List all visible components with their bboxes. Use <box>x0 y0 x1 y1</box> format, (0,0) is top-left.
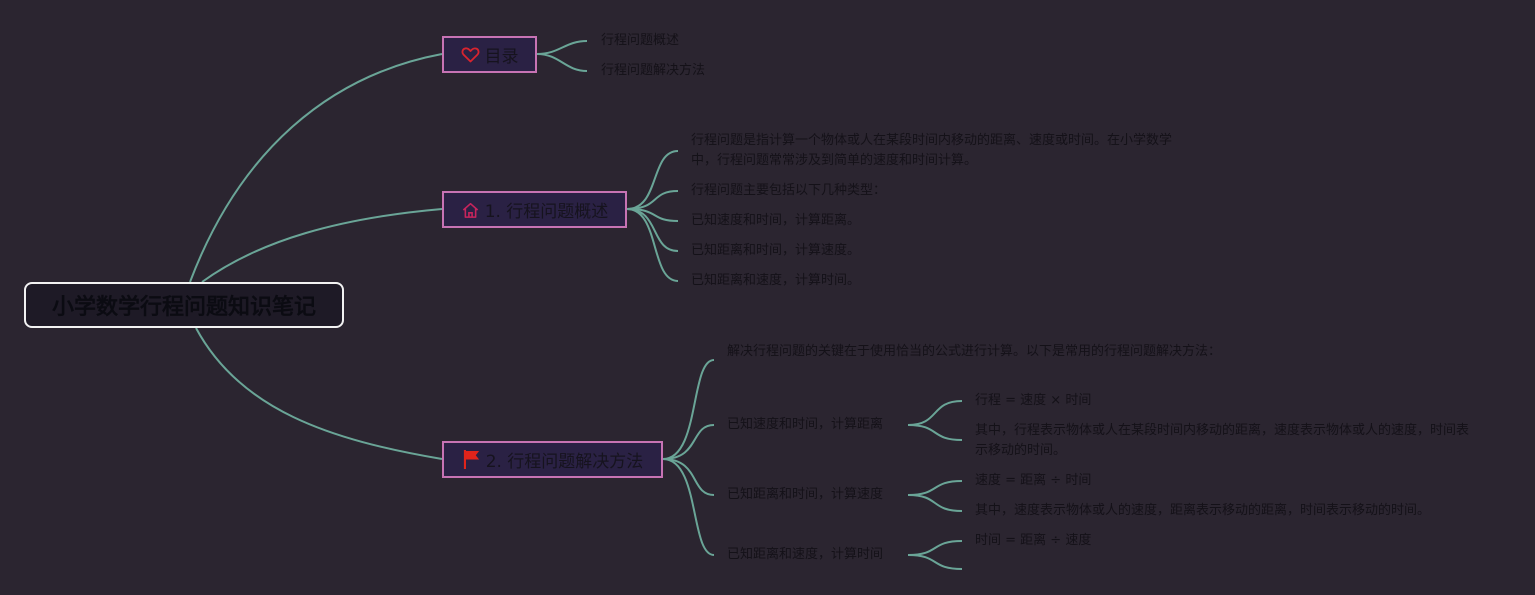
branch-solutions[interactable]: 2. 行程问题解决方法 <box>442 441 663 478</box>
edge-solutions-method-3 <box>662 458 715 556</box>
branch-overview-title: 1. 行程问题概述 <box>484 202 609 222</box>
edge-root-toc <box>189 53 443 283</box>
home-icon <box>461 201 480 219</box>
method-speed-formula[interactable]: 速度 = 距离 ÷ 时间 <box>975 473 1092 488</box>
edge-method-3-formula <box>907 540 963 556</box>
edge-solutions-intro <box>662 359 715 460</box>
method-time-formula[interactable]: 时间 = 距离 ÷ 速度 <box>975 533 1092 548</box>
edge-toc-item-1 <box>536 40 588 55</box>
edge-solutions-method-2 <box>662 458 715 496</box>
edge-method-2-note <box>907 494 963 512</box>
edge-method-1-note <box>907 424 963 441</box>
heart-icon <box>461 46 480 63</box>
edge-method-2-formula <box>907 480 963 496</box>
edge-toc-item-2 <box>536 53 588 72</box>
method-distance-note[interactable]: 其中，行程表示物体或人在某段时间内移动的距离，速度表示物体或人的速度，时间表示移… <box>975 423 1470 458</box>
edge-overview-item-4 <box>626 208 679 252</box>
root-title: 小学数学行程问题知识笔记 <box>51 295 316 320</box>
edge-method-3-note <box>907 554 963 570</box>
solutions-intro[interactable]: 解决行程问题的关键在于使用恰当的公式进行计算。以下是常用的行程问题解决方法： <box>727 344 1222 359</box>
edge-overview-item-5 <box>626 208 679 282</box>
method-speed-note[interactable]: 其中，速度表示物体或人的速度，距离表示移动的距离，时间表示移动的时间。 <box>975 503 1431 518</box>
edge-overview-item-1 <box>626 150 679 210</box>
edge-overview-item-2 <box>626 190 679 210</box>
edge-method-1-formula <box>907 400 963 426</box>
flag-icon <box>462 449 481 470</box>
method-distance-formula[interactable]: 行程 = 速度 × 时间 <box>975 393 1092 408</box>
overview-type-speed[interactable]: 已知距离和时间，计算速度。 <box>691 243 861 258</box>
overview-type-distance[interactable]: 已知速度和时间，计算距离。 <box>691 213 861 228</box>
toc-item-solutions[interactable]: 行程问题解决方法 <box>601 63 706 78</box>
overview-types-intro[interactable]: 行程问题主要包括以下几种类型： <box>691 183 887 198</box>
method-time-label[interactable]: 已知距离和速度，计算时间 <box>727 547 884 562</box>
branch-solutions-title: 2. 行程问题解决方法 <box>485 452 644 472</box>
toc-item-overview[interactable]: 行程问题概述 <box>601 33 680 48</box>
edge-root-overview <box>201 208 443 283</box>
overview-definition[interactable]: 行程问题是指计算一个物体或人在某段时间内移动的距离、速度或时间。在小学数学中，行… <box>691 133 1173 168</box>
branch-overview[interactable]: 1. 行程问题概述 <box>442 191 627 228</box>
method-speed-label[interactable]: 已知距离和时间，计算速度 <box>727 487 884 502</box>
branch-toc-title: 目录 <box>484 47 519 67</box>
branch-toc[interactable]: 目录 <box>442 36 537 73</box>
edge-root-solutions <box>195 327 443 460</box>
method-distance-label[interactable]: 已知速度和时间，计算距离 <box>727 417 884 432</box>
root-node[interactable]: 小学数学行程问题知识笔记 <box>24 282 344 328</box>
edge-solutions-method-1 <box>662 424 715 460</box>
overview-type-time[interactable]: 已知距离和速度，计算时间。 <box>691 273 861 288</box>
